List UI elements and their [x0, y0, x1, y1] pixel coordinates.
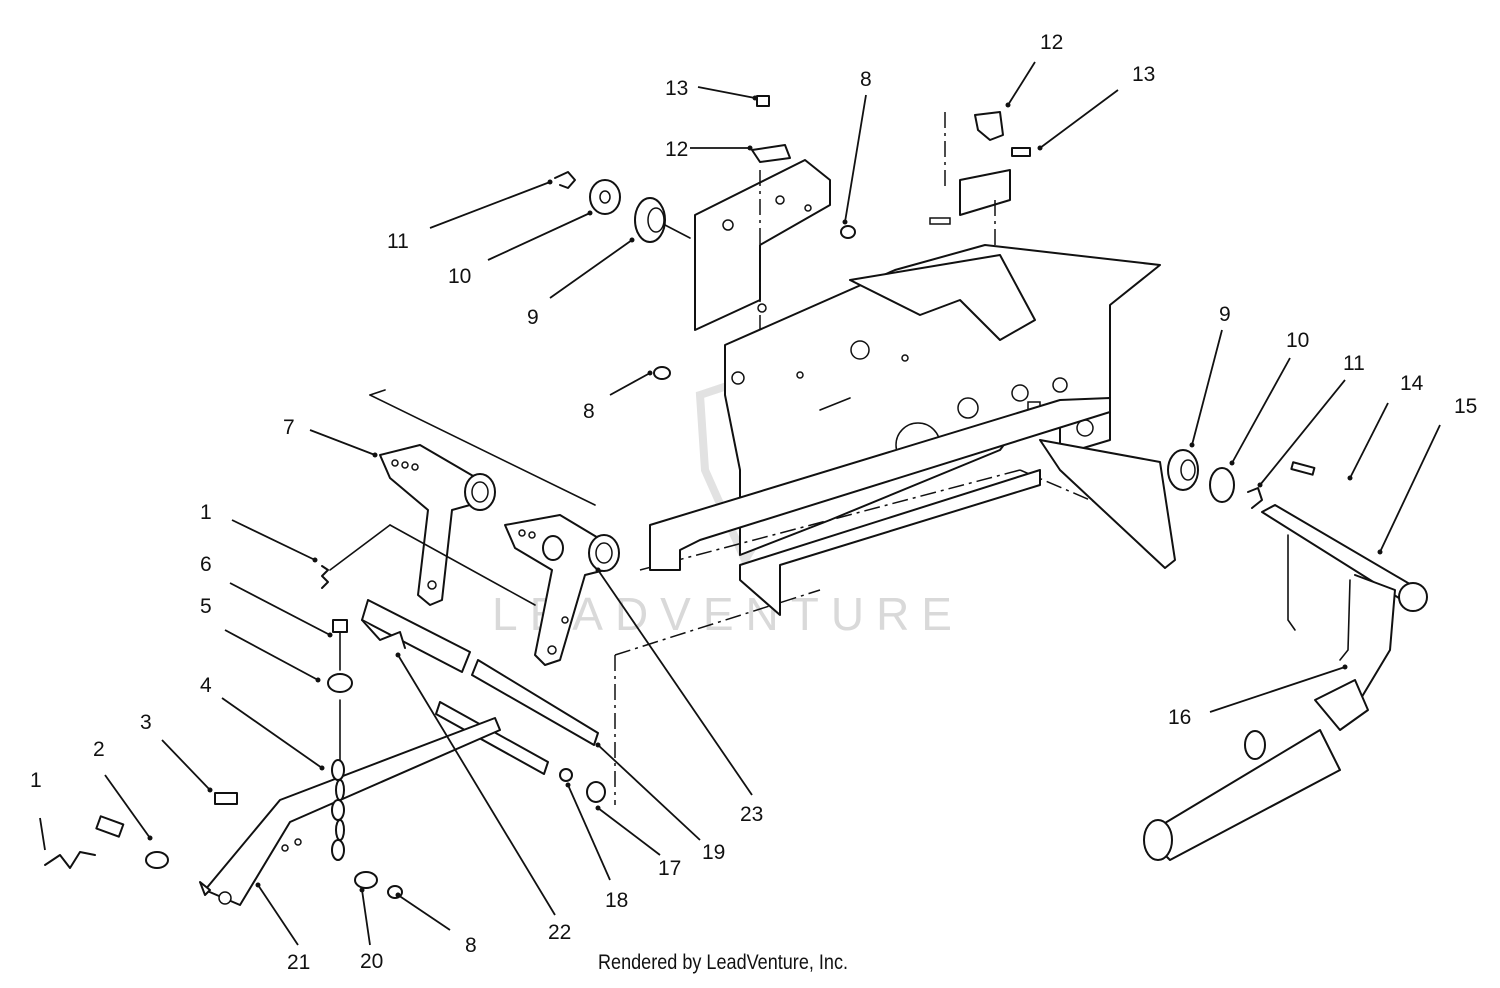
callout-21: 21	[287, 951, 310, 974]
callout-19: 19	[702, 841, 725, 864]
callout-11: 11	[387, 230, 409, 253]
callout-7: 7	[283, 416, 295, 439]
angle-rails	[649, 397, 1176, 616]
callout-3: 3	[140, 711, 152, 734]
callout-9: 9	[1219, 303, 1231, 326]
callout-18: 18	[605, 889, 628, 912]
small-hardware	[44, 95, 1031, 899]
callout-1: 1	[30, 769, 42, 792]
callout-10: 10	[448, 265, 471, 288]
render-credit: Rendered by LeadVenture, Inc.	[598, 951, 849, 974]
upper-bracket	[694, 112, 1011, 470]
callout-12: 12	[1040, 31, 1063, 54]
callout-4: 4	[200, 674, 212, 697]
callout-1: 1	[200, 501, 212, 524]
lift-arm-7	[379, 444, 496, 606]
callout-8: 8	[465, 934, 477, 957]
callout-12: 12	[665, 138, 688, 161]
callout-13: 13	[665, 77, 688, 100]
callout-22: 22	[548, 921, 571, 944]
callout-9: 9	[527, 306, 539, 329]
chain-4	[331, 699, 345, 861]
callout-5: 5	[200, 595, 212, 618]
callout-11: 11	[1343, 352, 1365, 375]
lift-arm-23	[504, 514, 620, 666]
callout-17: 17	[658, 857, 681, 880]
callout-8: 8	[583, 400, 595, 423]
rods	[361, 599, 606, 803]
callout-2: 2	[93, 738, 105, 761]
callout-15: 15	[1454, 395, 1477, 418]
callout-8: 8	[860, 68, 872, 91]
callout-6: 6	[200, 553, 212, 576]
callout-10: 10	[1286, 329, 1309, 352]
right-shaft-assembly	[1143, 449, 1428, 861]
callout-23: 23	[740, 803, 763, 826]
leader-lines	[39, 61, 1441, 946]
callout-14: 14	[1400, 372, 1424, 395]
callout-13: 13	[1132, 63, 1155, 86]
lift-lever-21	[199, 717, 501, 906]
callout-labels: 1 1 2 3 4 5 6 7 8 8 8 9 9 10 10 11 11 12…	[30, 31, 1477, 974]
callout-16: 16	[1168, 706, 1191, 729]
callout-20: 20	[360, 950, 383, 973]
